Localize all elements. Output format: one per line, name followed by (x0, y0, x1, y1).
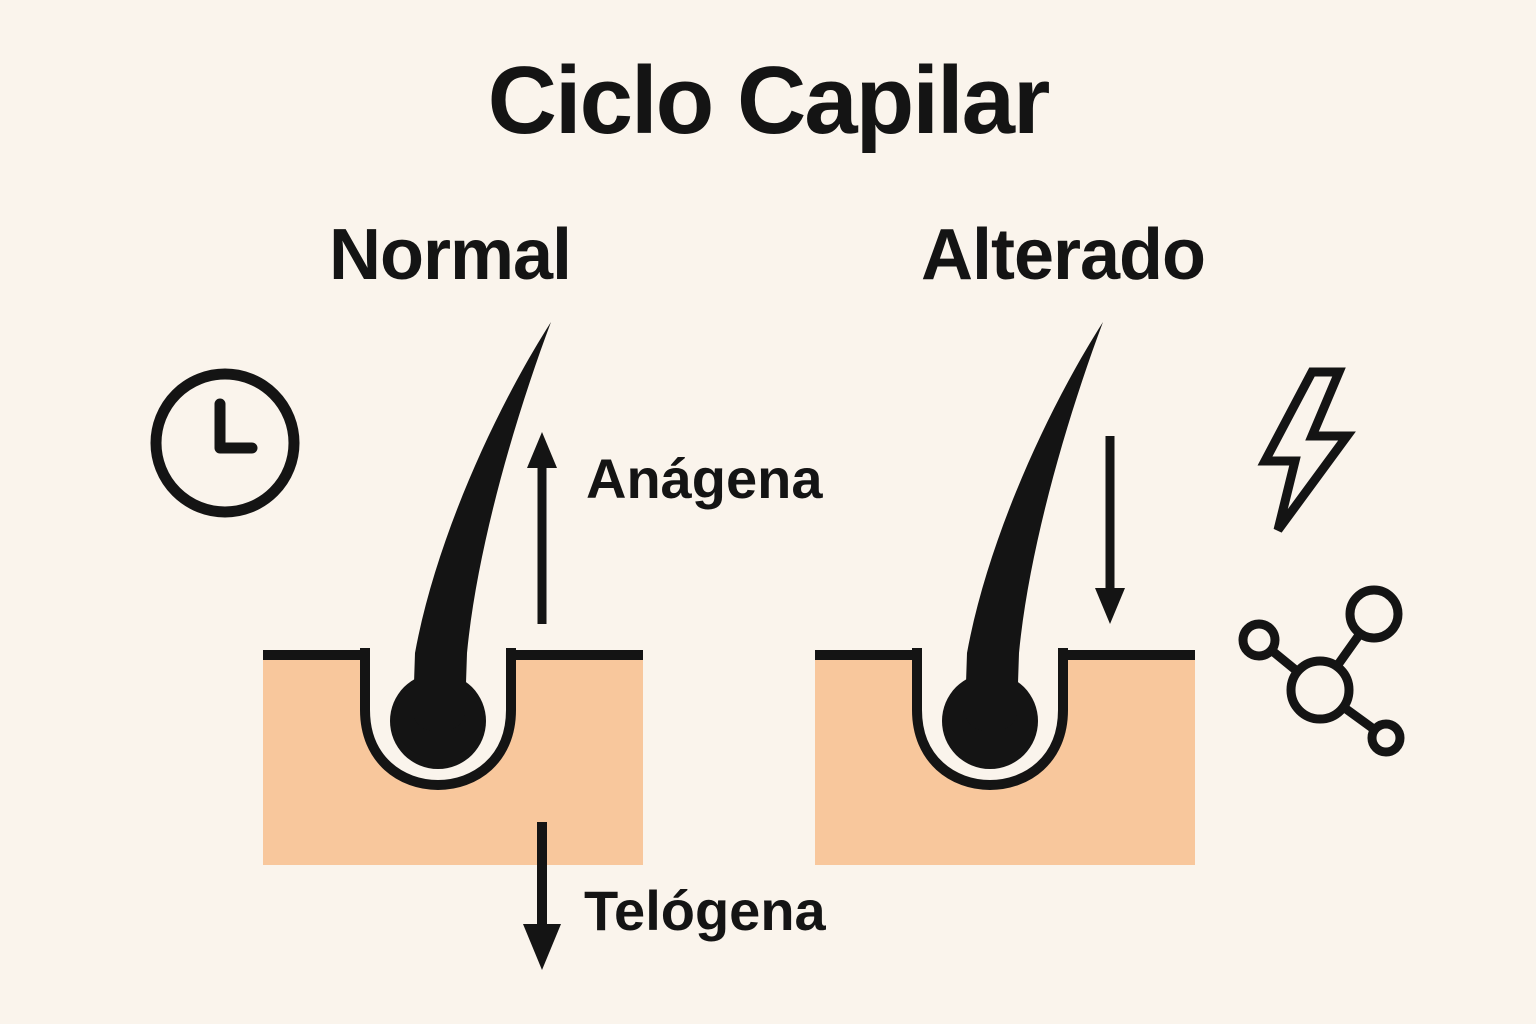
telogena-down-arrow (523, 822, 561, 970)
column-label-alterado: Alterado (920, 215, 1206, 295)
anagena-label: Anágena (586, 447, 823, 510)
page-title: Ciclo Capilar (487, 47, 1051, 154)
hair-shaft (965, 322, 1103, 732)
follicle-panel-alterado (815, 322, 1195, 865)
telogena-label: Telógena (584, 879, 826, 942)
lightning-bolt-icon (1257, 367, 1356, 533)
follicle-panel-normal (263, 322, 643, 865)
anagena-up-arrow (527, 432, 557, 624)
clock-icon (150, 368, 300, 518)
hair-shaft (413, 322, 551, 732)
molecule-icon (1238, 585, 1405, 757)
column-label-normal: Normal (328, 215, 572, 295)
alterado-down-arrow (1095, 436, 1125, 624)
